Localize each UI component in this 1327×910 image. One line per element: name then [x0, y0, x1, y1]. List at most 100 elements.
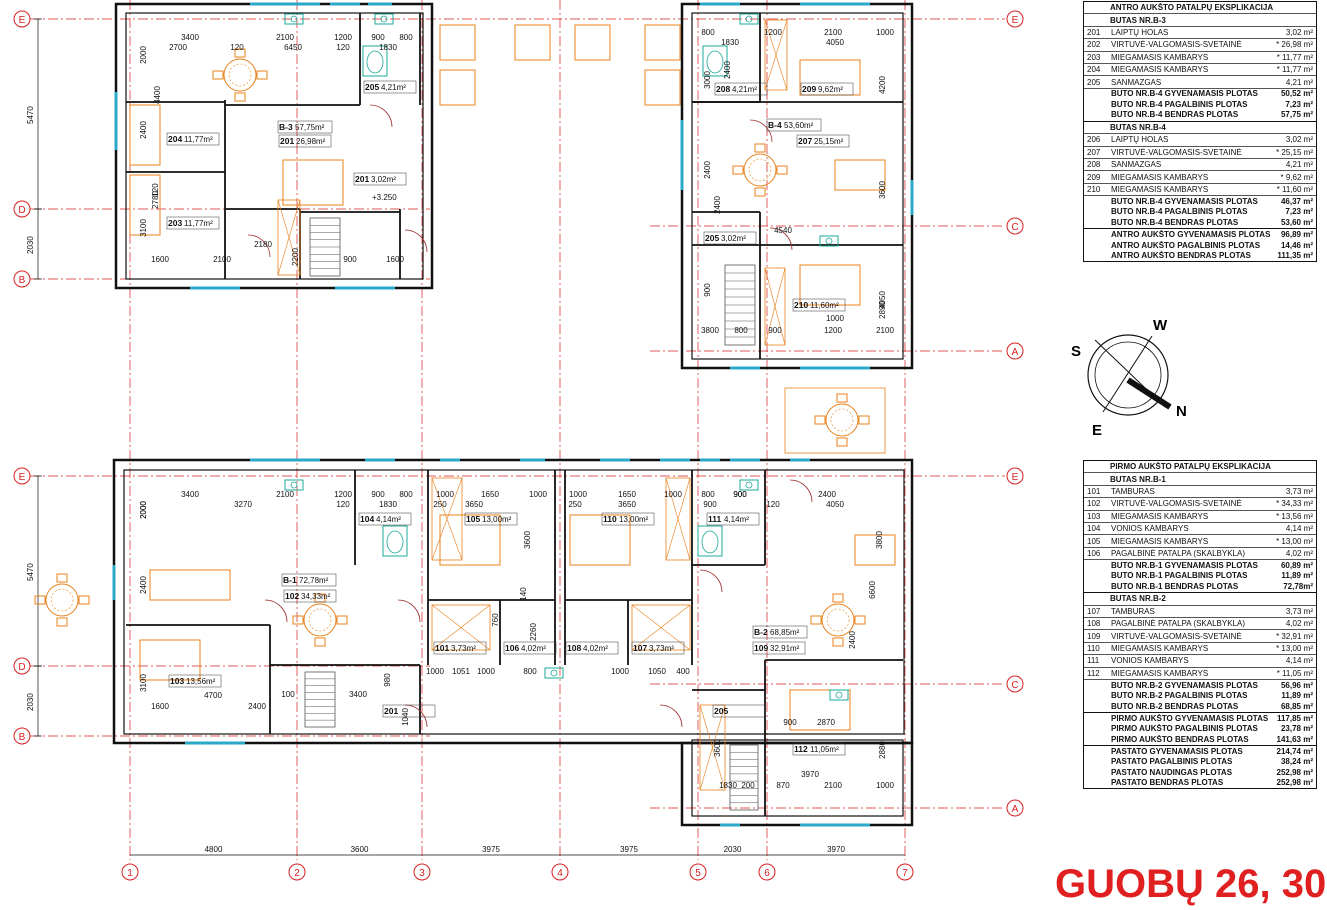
axis-bubble-col [551, 863, 569, 881]
door-swing-icon [369, 104, 393, 128]
dining-table-icon [223, 58, 257, 92]
axis-bubble-row [13, 10, 31, 28]
furniture-block-icon [574, 24, 611, 61]
chair-icon [336, 615, 348, 625]
dim-label: 1000 [826, 314, 844, 323]
room-no: 104 [1087, 524, 1101, 534]
dim-label: 3000 [703, 71, 712, 89]
north-arrow-icon [1126, 377, 1172, 410]
room-area: 14,46 m² [1280, 240, 1313, 250]
dim-label: 1000 [436, 490, 454, 499]
room-area: 214,74 m² [1276, 747, 1313, 757]
bathtub-basin [386, 530, 404, 554]
wardrobe-cross [764, 267, 786, 346]
room-area: 96,89 m² [1280, 230, 1313, 240]
dining-table-inner [228, 63, 252, 87]
compass-e: E [1092, 422, 1102, 439]
room-area: 4,21 m² [1285, 160, 1313, 170]
dim-label: 4700 [204, 691, 222, 700]
room-area: 3,73 m² [1285, 486, 1313, 496]
compass-w: W [1153, 317, 1168, 334]
chair-icon [78, 595, 90, 605]
room-area: * 25,15 m² [1276, 147, 1313, 157]
bathtub-icon [382, 525, 408, 557]
dim-label: 3600 [713, 739, 722, 757]
room-area: 4,21m² [381, 83, 406, 92]
dim-label: 2890 [878, 301, 887, 319]
dining-table-inner [830, 408, 854, 432]
room-name: TAMBURAS [1111, 486, 1155, 496]
chair-icon [832, 593, 844, 603]
room-name: VIRTUVĖ-VALGOMASIS-SVETAINĖ [1111, 40, 1242, 50]
axis-label-col: 6 [764, 868, 770, 879]
room-area: 11,89 m² [1281, 691, 1313, 701]
dim-label: 5470 [26, 563, 35, 581]
dim-label: 6600 [868, 581, 877, 599]
chair-icon [732, 165, 744, 175]
dining-table-icon [45, 583, 79, 617]
room-name: PASTATO PAGALBINIS PLOTAS [1111, 757, 1233, 767]
room-number: 101 [435, 643, 449, 653]
dim-label: 1200 [334, 490, 352, 499]
wardrobe-icon [764, 19, 788, 91]
chair-icon [314, 637, 326, 647]
room-no: 204 [1087, 65, 1101, 75]
dim-label: 1600 [151, 702, 169, 711]
axis-bubble-col [288, 863, 306, 881]
room-area: 4,02m² [583, 644, 608, 653]
dim-label: 3970 [827, 845, 845, 854]
room-name: ANTRO AUKŠTO PAGALBINIS PLOTAS [1111, 240, 1261, 250]
door-swing-icon [769, 227, 793, 251]
dining-table-inner [50, 588, 74, 612]
sink-icon [284, 13, 304, 25]
room-name: PIRMO AUKŠTO PATALPŲ EKSPLIKACIJA [1110, 462, 1271, 472]
wardrobe-icon [631, 604, 691, 651]
room-name: BUTAS NR.B-4 [1110, 123, 1166, 133]
dim-label: 3100 [139, 219, 148, 237]
axis-bubble-row [13, 200, 31, 218]
room-no: 107 [1087, 606, 1101, 616]
room-area: 3,02 m² [1285, 135, 1313, 145]
room-number: 201 [384, 706, 398, 716]
bed-icon [789, 689, 851, 731]
dim-label: 980 [383, 673, 392, 687]
room-no: 108 [1087, 619, 1101, 629]
axis-bubble-col [121, 863, 139, 881]
dim-label: 1000 [569, 490, 587, 499]
furniture-block-icon [644, 24, 681, 61]
room-name: ANTRO AUKŠTO PATALPŲ EKSPLIKACIJA [1110, 3, 1274, 13]
room-no: 111 [1087, 656, 1100, 666]
room-number: 201 [280, 136, 294, 146]
chair-icon [810, 615, 822, 625]
dim-label: 3400 [181, 33, 199, 42]
chair-icon [56, 573, 68, 583]
table-row: PIRMO AUKŠTO PATALPŲ EKSPLIKACIJA [1084, 461, 1316, 474]
bathtub-icon [702, 45, 728, 77]
room-number: 106 [505, 643, 519, 653]
dim-label: 1200 [334, 33, 352, 42]
unit-area: 57,75m² [295, 123, 325, 132]
axis-label-row: C [1011, 222, 1018, 233]
room-area: * 13,00 m² [1276, 644, 1313, 654]
room-number: 205 [365, 82, 379, 92]
dim-label: 1000 [529, 490, 547, 499]
dim-label: 1000 [611, 667, 629, 676]
dim-label: 4050 [878, 291, 887, 309]
dim-label: 3400 [181, 490, 199, 499]
room-number: 201 [355, 174, 369, 184]
dim-label: 1200 [764, 28, 782, 37]
unit-area: 53,60m² [784, 121, 814, 130]
unit-code: B-3 [279, 122, 293, 132]
room-name: PASTATO NAUDINGAS PLOTAS [1111, 767, 1233, 777]
room-area: * 9,62 m² [1280, 172, 1313, 182]
